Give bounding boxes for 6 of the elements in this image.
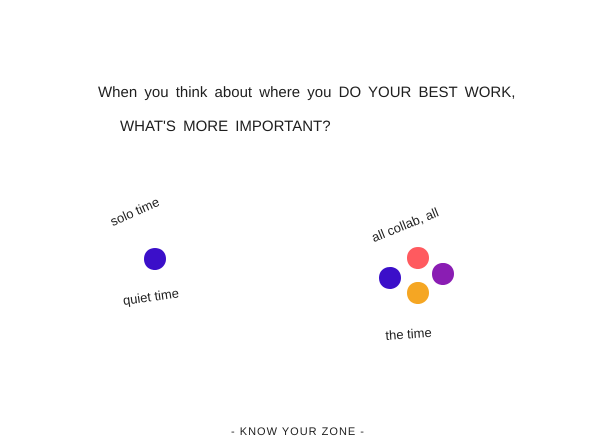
handwritten-label: the time	[384, 324, 432, 343]
handwritten-label: solo time	[108, 194, 162, 229]
handwritten-label: quiet time	[122, 285, 180, 308]
caption: - KNOW YOUR ZONE -	[231, 426, 365, 438]
handwritten-label: all collab, all	[369, 204, 441, 245]
title: When you think about where you DO YOUR BEST WORK, WHAT'S MORE IMPORTANT?	[98, 83, 516, 137]
